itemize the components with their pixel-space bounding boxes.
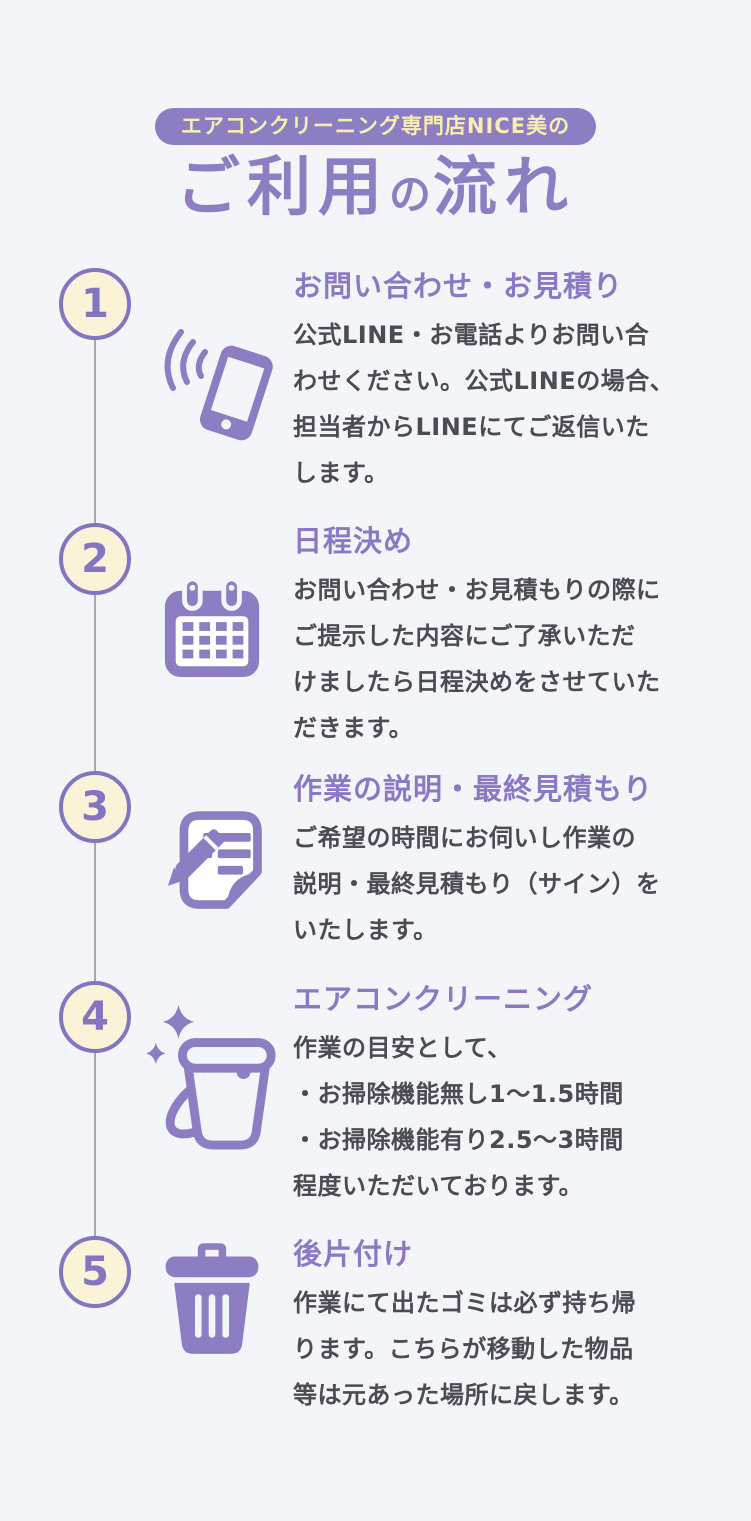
step-5-icon-col [131,1236,293,1418]
timeline-connector [94,340,96,524]
trash-can-icon [160,1240,264,1362]
step-1-number: 1 [59,268,131,341]
step-5-text: 後片付け 作業にて出たゴミは必ず持ち帰 ります。こちらが移動した物品 等は元あっ… [293,1236,711,1418]
step-5: 5 [59,1236,711,1418]
step-2-title: 日程決め [293,524,414,559]
step-2-marker: 2 [59,523,131,772]
step-5-title: 後片付け [293,1237,414,1272]
steps-timeline: 1 [0,268,751,1418]
step-1-marker: 1 [59,268,131,524]
step-4-text: エアコンクリーニング 作業の目安として、 ・お掃除機能無し1～1.5時間 ・お掃… [293,981,711,1236]
step-4-marker: 4 [59,981,131,1237]
step-3-text: 作業の説明・最終見積もり ご希望の時間にお伺いし作業の 説明・最終見積もり（サイ… [293,771,711,981]
step-2-body: お問い合わせ・お見積もりの際に ご提示した内容にご了承いただ けましたら日程決め… [293,576,661,743]
step-5-number: 5 [59,1236,131,1309]
timeline-connector [94,843,96,982]
step-2-text: 日程決め お問い合わせ・お見積もりの際に ご提示した内容にご了承いただ けました… [293,523,711,771]
page-title: ご利用の流れ [0,155,751,222]
timeline-connector [94,1053,96,1237]
step-1-title: お問い合わせ・お見積り [293,269,624,304]
title-part1: ご利用 [175,151,389,226]
step-3-number: 3 [59,771,131,844]
step-2: 2 [59,523,711,772]
step-1: 1 [59,268,711,524]
step-3-icon-col [131,771,293,981]
shop-name-badge: エアコンクリーニング専門店NICE美の [154,108,597,146]
step-5-body: 作業にて出たゴミは必ず持ち帰 ります。こちらが移動した物品 等は元あった場所に戻… [293,1289,636,1410]
step-3-marker: 3 [59,771,131,982]
timeline-connector [94,595,96,772]
step-4-body: 作業の目安として、 ・お掃除機能無し1～1.5時間 ・お掃除機能有り2.5～3時… [293,1034,624,1201]
title-part2: 流れ [433,151,575,226]
step-4-icon-col [131,981,293,1236]
step-1-body: 公式LINE・お電話よりお問い合 わせください。公式LINEの場合、 担当者から… [293,321,675,488]
step-4-number: 4 [59,981,131,1054]
step-4-title: エアコンクリーニング [293,982,594,1017]
step-5-marker: 5 [59,1236,131,1418]
step-4: 4 エアコンクリーニング 作業の目安として、 ・お掃除機能 [59,981,711,1237]
step-3-body: ご希望の時間にお伺いし作業の 説明・最終見積もり（サイン）を いたします。 [293,824,661,945]
title-particle: の [388,170,433,220]
document-pencil-icon [153,807,271,921]
step-1-icon-col [131,268,293,523]
bucket-sparkle-icon [143,999,281,1161]
calendar-icon [161,575,263,685]
step-3-title: 作業の説明・最終見積もり [293,772,654,807]
step-2-number: 2 [59,523,131,596]
step-1-text: お問い合わせ・お見積り 公式LINE・お電話よりお問い合 わせください。公式LI… [293,268,711,523]
header: エアコンクリーニング専門店NICE美の ご利用の流れ [0,0,751,222]
ringing-phone-icon [147,320,277,454]
step-2-icon-col [131,523,293,771]
step-3: 3 [59,771,711,982]
